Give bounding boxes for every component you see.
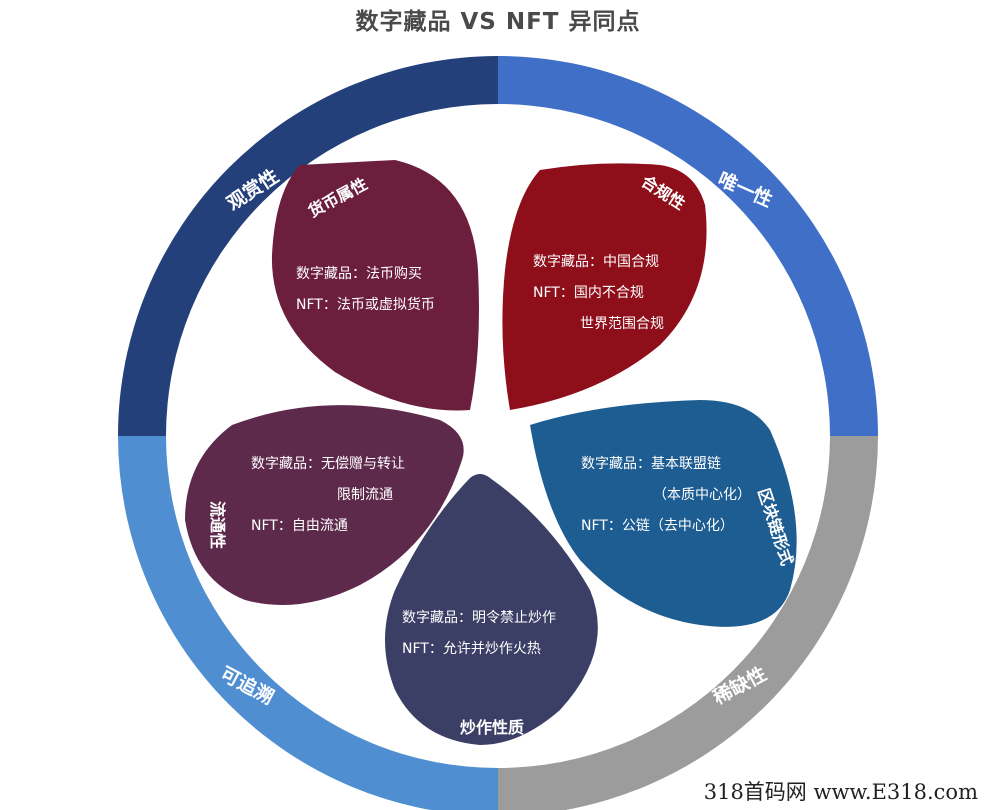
petal-blockchain: 区块链形式 数字藏品：基本联盟链 （本质中心化） NFT：公链（去中心化） — [530, 400, 797, 627]
petal-line: NFT：允许并炒作火热 — [402, 641, 541, 657]
petal-line: 限制流通 — [337, 487, 393, 503]
petal-line: 数字藏品：中国合规 — [533, 254, 659, 270]
watermark: 318首码网 www.E318.com — [699, 774, 982, 808]
petal-speculation: 炒作性质 数字藏品：明令禁止炒作 NFT：允许并炒作火热 — [385, 474, 598, 745]
petal-title-circulation: 流通性 — [208, 501, 227, 549]
petal-title-speculation: 炒作性质 — [460, 718, 524, 737]
petal-compliance: 合规性 数字藏品：中国合规 NFT：国内不合规 世界范围合规 — [502, 163, 707, 410]
ring-segment-uniqueness — [498, 56, 878, 436]
petal-line: NFT：国内不合规 — [533, 285, 644, 301]
ring-segment-appreciation — [118, 56, 498, 436]
petal-line: NFT：自由流通 — [251, 518, 348, 534]
petal-currency: 货币属性 数字藏品：法币购买 NFT：法币或虚拟货币 — [271, 160, 479, 411]
petal-line: NFT：法币或虚拟货币 — [296, 296, 435, 313]
petal-line: 数字藏品：法币购买 — [296, 266, 422, 282]
petal-circulation: 流通性 数字藏品：无偿赠与转让 限制流通 NFT：自由流通 — [185, 405, 464, 605]
petal-line: 数字藏品：无偿赠与转让 — [251, 456, 405, 472]
ring-segment-traceability — [118, 436, 498, 810]
petal-line: NFT：公链（去中心化） — [581, 518, 734, 534]
petal-line: 数字藏品：基本联盟链 — [581, 455, 721, 472]
diagram-title: 数字藏品 VS NFT 异同点 — [355, 9, 641, 35]
ring-segment-scarcity — [498, 436, 878, 810]
petal-line: （本质中心化） — [653, 487, 751, 503]
petal-line: 数字藏品：明令禁止炒作 — [402, 610, 556, 626]
petal-line: 世界范围合规 — [580, 315, 664, 332]
